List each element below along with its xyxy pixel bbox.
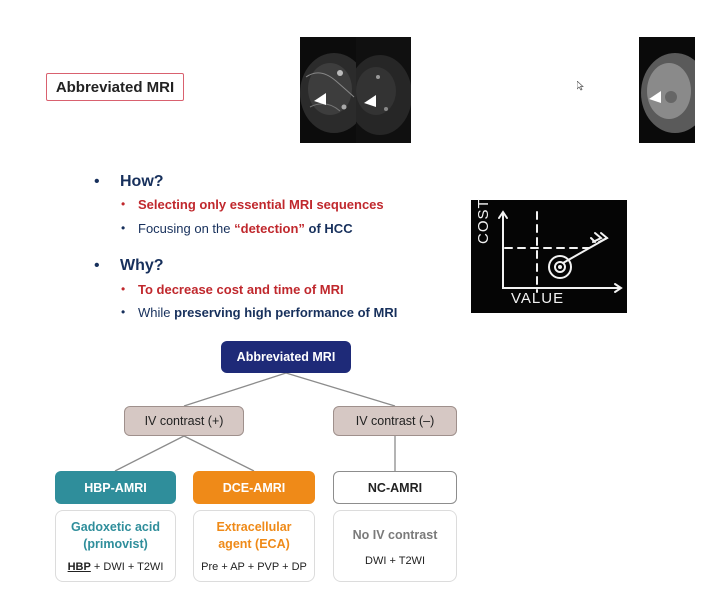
sub-bullet-icon: • [121, 197, 126, 211]
hbp-amri-card: Gadoxetic acid (primovist) HBP + DWI + T… [55, 510, 176, 582]
why-item-2: While preserving high performance of MRI [138, 305, 397, 320]
dce-agent-line1: Extracellular [216, 520, 292, 534]
cost-value-graphic: COST VALUE [471, 198, 627, 313]
why-heading: Why? [120, 257, 164, 274]
mri-image-hbp [639, 37, 695, 143]
mri-image-dwi [356, 37, 411, 143]
how-item-2-prefix: Focusing on the [138, 221, 235, 236]
cost-axis-label: COST [475, 198, 492, 244]
dce-agent-line2: agent (ECA) [218, 537, 290, 551]
dce-amri-node: DCE-AMRI [193, 471, 315, 504]
hbp-sequences: HBP + DWI + T2WI [56, 561, 175, 573]
nc-amri-node: NC-AMRI [333, 471, 457, 504]
dce-amri-card: Extracellular agent (ECA) Pre + AP + PVP… [193, 510, 315, 582]
bullet-icon: • [94, 173, 100, 190]
how-item-2-emphasis: “detection” [234, 221, 305, 236]
how-item-1: Selecting only essential MRI sequences [138, 197, 384, 212]
hbp-sequence-emphasis: HBP [67, 561, 91, 573]
hbp-amri-node: HBP-AMRI [55, 471, 176, 504]
mouse-cursor-icon [576, 78, 585, 96]
dce-sequences: Pre + AP + PVP + DP [201, 561, 307, 573]
diagram-root-node: Abbreviated MRI [221, 341, 351, 373]
hbp-agent-line2: (primovist) [83, 537, 148, 551]
how-item-2: Focusing on the “detection” of HCC [138, 221, 353, 236]
iv-contrast-negative-node: IV contrast (–) [333, 406, 457, 436]
nc-sequences: DWI + T2WI [365, 555, 425, 567]
how-item-2-suffix: of HCC [304, 221, 353, 236]
nc-amri-card: No IV contrast DWI + T2WI [333, 510, 457, 582]
nc-agent-line1: No IV contrast [352, 528, 438, 542]
why-item-1: To decrease cost and time of MRI [138, 282, 344, 297]
slide-title: Abbreviated MRI [46, 73, 184, 101]
iv-contrast-positive-node: IV contrast (+) [124, 406, 244, 436]
bullet-icon: • [94, 257, 100, 274]
mri-image-t2 [300, 37, 356, 143]
why-item-2-prefix: While [138, 305, 175, 320]
hbp-agent-line1: Gadoxetic acid [71, 520, 160, 534]
value-axis-label: VALUE [511, 290, 565, 307]
sub-bullet-icon: • [121, 282, 126, 296]
sub-bullet-icon: • [121, 221, 126, 235]
sub-bullet-icon: • [121, 305, 126, 319]
hbp-sequence-rest: + DWI + T2WI [90, 561, 164, 573]
why-item-2-emphasis: preserving high performance of MRI [174, 305, 398, 320]
how-heading: How? [120, 173, 164, 190]
